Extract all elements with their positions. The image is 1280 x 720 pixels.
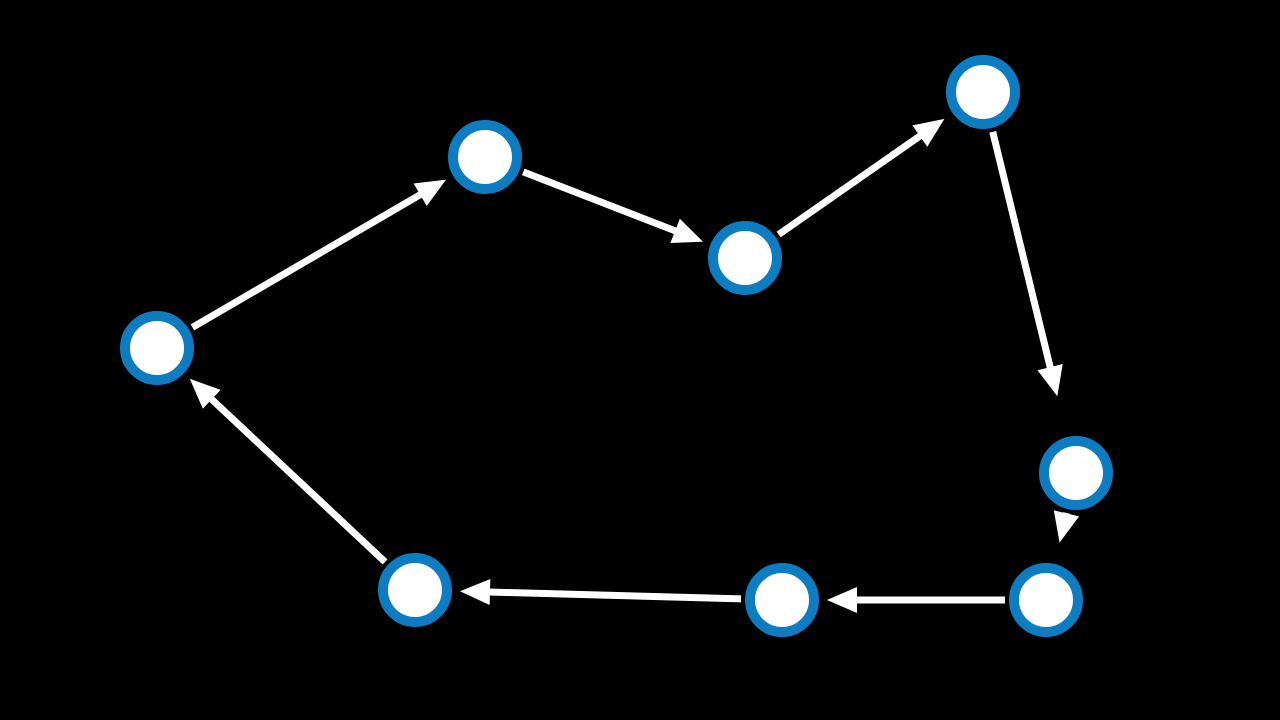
- arrowhead-icon-n5-n6: [1053, 510, 1080, 543]
- graph-edge-n8-n1: [205, 393, 388, 565]
- graph-edge-n2-n3: [521, 168, 682, 237]
- arrowhead-icon-n8-n1: [189, 378, 221, 409]
- graph-node-n1[interactable]: [120, 311, 194, 385]
- node-circle-icon: [120, 311, 194, 385]
- graph-edge-n3-n4: [776, 130, 927, 238]
- graph-node-n8[interactable]: [378, 553, 452, 627]
- node-circle-icon: [1039, 436, 1113, 510]
- arrowhead-icon-n2-n3: [670, 218, 704, 243]
- node-circle-icon: [708, 221, 782, 295]
- graph-node-n3[interactable]: [708, 221, 782, 295]
- node-circle-icon: [745, 563, 819, 637]
- node-circle-icon: [946, 55, 1020, 129]
- edges-layer: [189, 118, 1080, 613]
- arrowhead-icon-n1-n2: [413, 179, 447, 206]
- node-circle-icon: [378, 553, 452, 627]
- nodes-layer: [120, 55, 1113, 637]
- arrowhead-icon-n7-n8: [459, 579, 491, 606]
- graph-edge-n4-n5: [989, 131, 1055, 374]
- graph-edge-n1-n2: [190, 188, 427, 331]
- graph-edge-n7-n8: [484, 588, 742, 603]
- graph-node-n4[interactable]: [946, 55, 1020, 129]
- arrowhead-icon-n4-n5: [1037, 364, 1063, 397]
- graph-node-n7[interactable]: [745, 563, 819, 637]
- arrowhead-icon-n6-n7: [827, 587, 857, 613]
- node-circle-icon: [1009, 563, 1083, 637]
- graph-node-n5[interactable]: [1039, 436, 1113, 510]
- arrowhead-icon-n3-n4: [912, 118, 945, 147]
- node-circle-icon: [448, 120, 522, 194]
- graph-node-n2[interactable]: [448, 120, 522, 194]
- graph-node-n6[interactable]: [1009, 563, 1083, 637]
